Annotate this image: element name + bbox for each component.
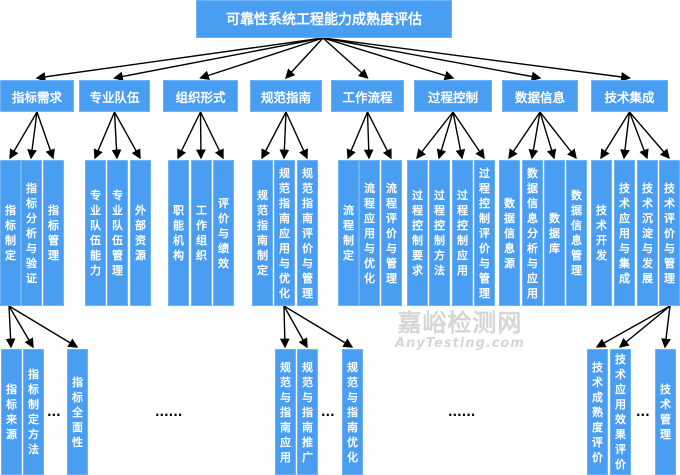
sub-node: 数据信息分析与应用 bbox=[522, 160, 543, 306]
arrow bbox=[279, 111, 290, 160]
arrow bbox=[322, 37, 455, 81]
arrow bbox=[508, 111, 541, 160]
arrow bbox=[177, 111, 202, 160]
sub-node: 数据库 bbox=[544, 160, 565, 306]
arrow bbox=[285, 111, 308, 160]
arrow bbox=[618, 305, 671, 348]
arrow bbox=[322, 37, 631, 82]
category-node: 工作流程 bbox=[331, 80, 404, 112]
sub-node: 规范指南制定 bbox=[252, 160, 273, 306]
sub-node: 评价与绩效 bbox=[213, 160, 234, 306]
gap-ellipsis-right: ...... bbox=[448, 405, 476, 419]
category-node: 数据信息 bbox=[502, 80, 578, 112]
detail-node: 规范与指南应用 bbox=[275, 349, 296, 475]
sub-node: 指标分析与验证 bbox=[21, 160, 42, 306]
arrow bbox=[628, 111, 649, 160]
arrow bbox=[35, 37, 324, 82]
category-node: 组织形式 bbox=[163, 80, 238, 112]
arrow bbox=[539, 111, 577, 160]
category-node: 专业队伍 bbox=[79, 80, 150, 112]
sub-node: 数据信息管理 bbox=[566, 160, 587, 306]
arrow bbox=[539, 111, 557, 160]
arrow bbox=[283, 305, 308, 349]
arrow bbox=[363, 111, 374, 160]
category-node: 指标需求 bbox=[0, 80, 74, 112]
category-node: 规范指南 bbox=[250, 80, 322, 112]
arrow bbox=[199, 37, 324, 81]
arrow bbox=[346, 111, 369, 160]
arrow bbox=[93, 111, 116, 160]
arrow bbox=[452, 111, 466, 160]
arrow bbox=[416, 111, 454, 160]
arrow bbox=[27, 111, 38, 160]
arrow bbox=[528, 111, 541, 160]
sub-node: 技术开发 bbox=[591, 160, 612, 306]
detail-node: 指标制定方法 bbox=[23, 349, 44, 475]
arrow bbox=[113, 37, 324, 82]
detail-node: 规范与指南推广 bbox=[297, 349, 318, 475]
arrow bbox=[285, 37, 324, 80]
gap-ellipsis-left: ...... bbox=[155, 405, 183, 419]
arrow bbox=[113, 111, 141, 160]
arrow bbox=[322, 37, 542, 82]
sub-node: 专业队伍能力 bbox=[85, 160, 106, 306]
sub-node: 规范指南评价与管理 bbox=[297, 160, 318, 306]
detail-node: 技术管理 bbox=[655, 349, 676, 475]
arrow bbox=[111, 111, 122, 160]
arrow bbox=[9, 111, 38, 160]
detail-node: 指标全面性 bbox=[67, 349, 88, 475]
arrow bbox=[196, 111, 206, 160]
sub-node: 工作组织 bbox=[191, 160, 212, 306]
sub-node: 指标制定 bbox=[0, 160, 21, 306]
sub-node: 流程评价与管理 bbox=[381, 160, 402, 306]
detail-node: 技术成熟度评价 bbox=[587, 349, 608, 475]
arrow bbox=[8, 305, 34, 349]
arrow bbox=[595, 305, 671, 348]
arrow bbox=[279, 305, 290, 349]
arrow bbox=[199, 111, 224, 160]
arrow bbox=[366, 111, 392, 160]
arrow bbox=[452, 111, 485, 160]
sub-node: 技术沉淀与发展 bbox=[637, 160, 658, 306]
sub-node: 流程制定 bbox=[338, 160, 359, 306]
detail-node: 指标来源 bbox=[1, 349, 22, 475]
sub-node: 职能机构 bbox=[168, 160, 189, 306]
sub-node: 指标管理 bbox=[43, 160, 64, 306]
arrow bbox=[620, 111, 631, 160]
arrow bbox=[600, 111, 631, 160]
category-node: 过程控制 bbox=[414, 80, 492, 112]
sub-node: 过程控制应用 bbox=[452, 160, 473, 306]
sub-node: 数据信息源 bbox=[499, 160, 520, 306]
sub-node: 过程控制要求 bbox=[407, 160, 428, 306]
sub-node: 过程控制评价与管理 bbox=[474, 160, 495, 306]
ellipsis: ... bbox=[321, 405, 335, 419]
detail-node: 规范与指南优化 bbox=[342, 349, 363, 475]
sub-node: 技术应用与集成 bbox=[614, 160, 635, 306]
root-node: 可靠性系统工程能力成熟度评估 bbox=[196, 0, 452, 38]
ellipsis: ... bbox=[47, 405, 61, 419]
arrow bbox=[283, 305, 354, 348]
detail-node: 技术应用效果评价 bbox=[610, 349, 631, 475]
arrow bbox=[5, 305, 16, 349]
arrow bbox=[436, 111, 454, 160]
arrow bbox=[628, 111, 670, 160]
category-node: 技术集成 bbox=[591, 80, 668, 112]
sub-node: 流程应用与优化 bbox=[359, 160, 380, 306]
sub-node: 规范指南应用与优化 bbox=[274, 160, 295, 306]
sub-node: 技术评价与管理 bbox=[659, 160, 680, 306]
sub-node: 专业队伍管理 bbox=[107, 160, 128, 306]
arrow bbox=[322, 37, 369, 79]
arrow bbox=[36, 111, 55, 160]
arrow bbox=[8, 305, 79, 348]
sub-node: 外部资源 bbox=[130, 160, 151, 306]
sub-node: 过程控制方法 bbox=[429, 160, 450, 306]
arrow bbox=[261, 111, 287, 160]
ellipsis: ... bbox=[636, 405, 650, 419]
arrow bbox=[661, 305, 671, 349]
